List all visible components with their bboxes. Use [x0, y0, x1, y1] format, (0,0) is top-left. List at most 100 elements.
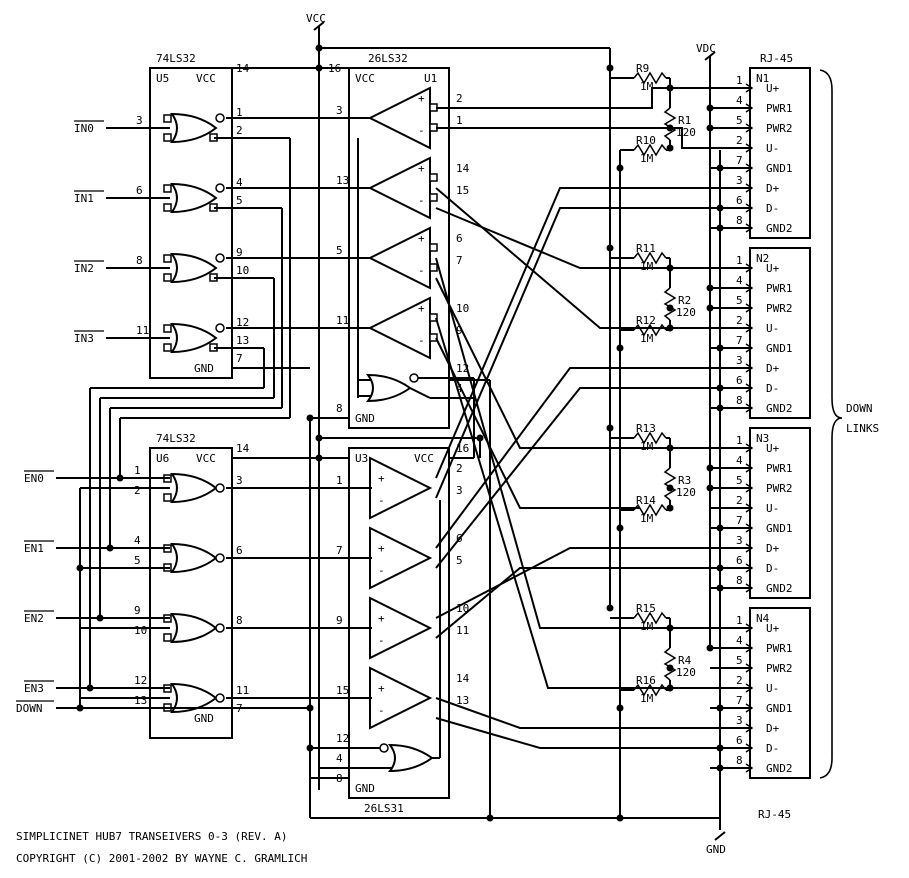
connector-0-signal-5: D+	[766, 182, 780, 195]
connector-2-signal-7: GND2	[766, 582, 793, 595]
u1-gnd-pin: 8	[336, 402, 343, 415]
rj45-bottom-label: RJ-45	[758, 808, 791, 821]
connector-1-pin-num-3: 2	[736, 314, 743, 327]
junction-dot	[616, 704, 624, 712]
connector-3-box	[749, 607, 811, 779]
u1-receiver-2: +-	[367, 226, 431, 290]
u3-in-pin-0: 1	[336, 474, 343, 487]
junction-dot	[606, 424, 614, 432]
connector-3-arrow-2	[745, 663, 754, 673]
connector-1-pin-num-0: 1	[736, 254, 743, 267]
pull-ref-1: R10	[636, 134, 656, 147]
term-res-2	[663, 467, 677, 501]
interconnect-wires	[56, 87, 740, 749]
u6-gate-0	[163, 472, 225, 504]
pull-val-1: 1M	[640, 152, 654, 165]
connector-1-signal-0: U+	[766, 262, 780, 275]
u6-a-pin-3: 12	[134, 674, 147, 687]
term-res-3	[663, 647, 677, 681]
u3-driver-3: +-	[369, 666, 433, 730]
connector-0-pin-num-0: 1	[736, 74, 743, 87]
junction-dot	[86, 684, 94, 692]
connector-3-arrow-1	[745, 643, 754, 653]
connector-2-pin-num-1: 4	[736, 454, 743, 467]
rj45-connectors: RJ-45 RJ-45 N11U+4PWR15PWR22U-7GND13D+6D…	[710, 52, 811, 821]
u5-in-pin-3: 11	[136, 324, 149, 337]
junction-dot	[616, 814, 624, 822]
u1-receiver-0-plus-sign: +	[418, 92, 425, 105]
u5-part: 74LS32	[156, 52, 196, 65]
junction-dot	[476, 434, 484, 442]
term-val-1: 120	[676, 306, 696, 319]
connector-2-pin-num-3: 2	[736, 494, 743, 507]
connector-0-pin-num-2: 5	[736, 114, 743, 127]
connector-1-signal-1: PWR1	[766, 282, 793, 295]
connector-3-pin-num-0: 1	[736, 614, 743, 627]
connector-0-pin-num-4: 7	[736, 154, 743, 167]
u1-plus-pin-1: 14	[456, 162, 470, 175]
en2-label: EN2	[24, 612, 44, 625]
junction-dot	[96, 614, 104, 622]
junction-dot	[606, 604, 614, 612]
term-ref-0: R1	[678, 114, 691, 127]
u5-gate-0	[163, 112, 225, 144]
u3-ref: U3	[355, 452, 368, 465]
connector-2-pin-num-6: 6	[736, 554, 743, 567]
pull-res-1	[633, 143, 667, 157]
connector-1-arrow-0	[745, 263, 754, 273]
u5-gate-1	[163, 182, 225, 214]
u1-vcc-pin: 16	[328, 62, 341, 75]
junction-dot	[76, 564, 84, 572]
u3-driver-1-minus-sign: -	[378, 564, 385, 577]
u5-a-pin-1: 4	[236, 176, 243, 189]
u3-in-pin-2: 9	[336, 614, 343, 627]
junction-dot	[716, 564, 724, 572]
connector-2-signal-2: PWR2	[766, 482, 793, 495]
resistor-network: R91MR101MR1120R111MR121MR2120R131MR141MR…	[610, 62, 696, 705]
u1-plus-sq-1	[429, 173, 438, 182]
term-ref-2: R3	[678, 474, 691, 487]
u1-receiver-2-plus-sign: +	[418, 232, 425, 245]
junction-dot	[606, 64, 614, 72]
junction-dot	[616, 344, 624, 352]
u1-gnd: GND	[355, 412, 375, 425]
connector-1-arrow-4	[745, 343, 754, 353]
u3-driver-0-body	[369, 456, 433, 520]
u1-part: 26LS32	[368, 52, 408, 65]
rj45-top-label: RJ-45	[760, 52, 793, 65]
en1-label: EN1	[24, 542, 44, 555]
u6-vcc-pin: 14	[236, 442, 250, 455]
copyright-text: COPYRIGHT (C) 2001-2002 BY WAYNE C. GRAM…	[16, 852, 307, 865]
u6-ref: U6	[156, 452, 169, 465]
u1-plus-pin-3: 10	[456, 302, 469, 315]
term-val-2: 120	[676, 486, 696, 499]
u3-driver-2-body	[369, 596, 433, 660]
connector-3-signal-2: PWR2	[766, 662, 793, 675]
pull-ref-0: R9	[636, 62, 649, 75]
u3-minus-pin-0: 3	[456, 484, 463, 497]
pull-res-0	[633, 71, 667, 85]
u5-a-pin-3: 12	[236, 316, 249, 329]
u1-plus-sq-3	[429, 313, 438, 322]
connector-3-arrow-0	[745, 623, 754, 633]
u5-ref: U5	[156, 72, 169, 85]
connector-3-signal-0: U+	[766, 622, 780, 635]
pull-res-4	[633, 431, 667, 445]
u1-ref: U1	[424, 72, 437, 85]
u5-gate-3	[163, 322, 225, 354]
junction-dot	[306, 744, 314, 752]
u6-out-pin-3: 11	[236, 684, 249, 697]
u6-part: 74LS32	[156, 432, 196, 445]
u1-plus-pin-2: 6	[456, 232, 463, 245]
connector-3-pin-num-1: 4	[736, 634, 743, 647]
u3-driver-3-body	[369, 666, 433, 730]
u1-receiver-0-body	[367, 86, 431, 150]
u5-gate-bubble-1	[215, 183, 225, 193]
connector-0-signal-7: GND2	[766, 222, 793, 235]
junction-dot	[716, 524, 724, 532]
u1-minus-pin-1: 15	[456, 184, 469, 197]
u1-receiver-1-minus-sign: -	[418, 194, 425, 207]
u5-gate-bubble-0	[215, 113, 225, 123]
